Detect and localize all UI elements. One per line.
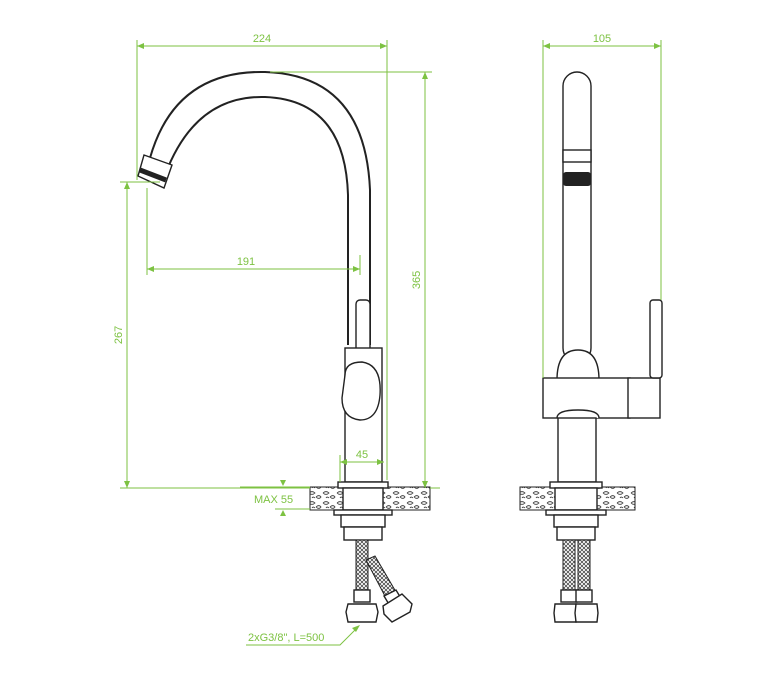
spout-side [562, 71, 592, 363]
spout-inner [164, 95, 349, 345]
lever-side [649, 299, 663, 379]
base-ring [337, 481, 389, 489]
dim-105: 105 [593, 33, 611, 45]
dim-267: 267 [113, 326, 125, 344]
dim-224: 224 [253, 33, 271, 45]
dim-connection: 2xG3/8", L=500 [248, 632, 324, 644]
front-view [137, 70, 431, 623]
hose-nut-right [382, 593, 413, 623]
side-view [519, 71, 663, 623]
side-dimensions: 105 [542, 33, 662, 378]
spout-outer [149, 70, 371, 345]
aerator-side [563, 172, 591, 186]
front-dimensions: 224 191 267 365 45 MAX 55 2xG3/8", L=500 [113, 33, 440, 646]
hose-nut-left [345, 603, 379, 623]
dim-max-55: MAX 55 [254, 494, 293, 506]
hose-side-left [562, 539, 576, 591]
dim-45: 45 [356, 449, 368, 461]
hose-left [355, 539, 369, 591]
dim-365: 365 [411, 271, 423, 289]
lever-hub-side [627, 377, 661, 419]
dim-191: 191 [237, 256, 255, 268]
hose-side-right [577, 539, 591, 591]
lever-hub [341, 361, 381, 421]
